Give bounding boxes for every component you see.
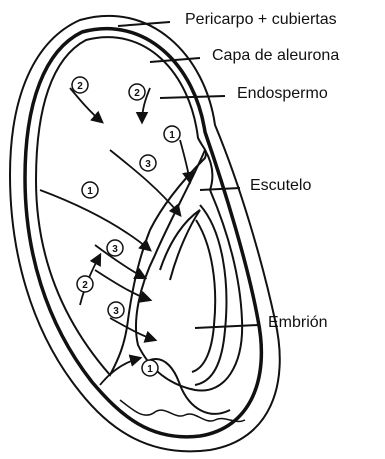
step-marker-1-top-right: 1 xyxy=(164,126,180,142)
svg-text:1: 1 xyxy=(169,130,175,141)
svg-text:2: 2 xyxy=(82,280,88,291)
label-endospermo: Endospermo xyxy=(237,86,328,102)
step-marker-2-top-mid: 2 xyxy=(129,84,145,100)
label-embrion: Embrión xyxy=(268,315,328,331)
arrow-1-middle xyxy=(40,190,150,250)
embryo-coleoptile xyxy=(160,210,200,280)
step-marker-1-bottom: 1 xyxy=(142,360,158,376)
leader-embrion xyxy=(195,325,258,328)
svg-text:2: 2 xyxy=(77,81,83,92)
svg-text:3: 3 xyxy=(113,306,119,317)
svg-text:1: 1 xyxy=(147,364,153,375)
arrow-3-bottom xyxy=(110,318,155,340)
step-marker-3-middle: 3 xyxy=(140,155,156,171)
svg-text:1: 1 xyxy=(87,186,93,197)
svg-text:3: 3 xyxy=(112,244,118,255)
step-marker-3-lower: 3 xyxy=(107,240,123,256)
leader-escutelo xyxy=(200,188,240,190)
label-aleurona: Capa de aleurona xyxy=(212,48,339,64)
leader-endospermo xyxy=(160,96,225,98)
arrow-3-lower-second xyxy=(95,270,150,300)
svg-text:3: 3 xyxy=(145,159,151,170)
svg-text:2: 2 xyxy=(134,88,140,99)
step-marker-2-top-left: 2 xyxy=(72,77,88,93)
label-pericarpo: Pericarpo + cubiertas xyxy=(185,12,337,28)
step-marker-3-bottom: 3 xyxy=(108,302,124,318)
step-marker-1-middle: 1 xyxy=(82,182,98,198)
embryo-axis-outer xyxy=(195,205,226,385)
arrow-1-top-right xyxy=(180,140,190,182)
step-marker-2-lower-left: 2 xyxy=(77,276,93,292)
embryo-axis-inner xyxy=(192,220,215,372)
label-escutelo: Escutelo xyxy=(250,178,311,194)
arrow-2-top-left xyxy=(70,88,102,122)
